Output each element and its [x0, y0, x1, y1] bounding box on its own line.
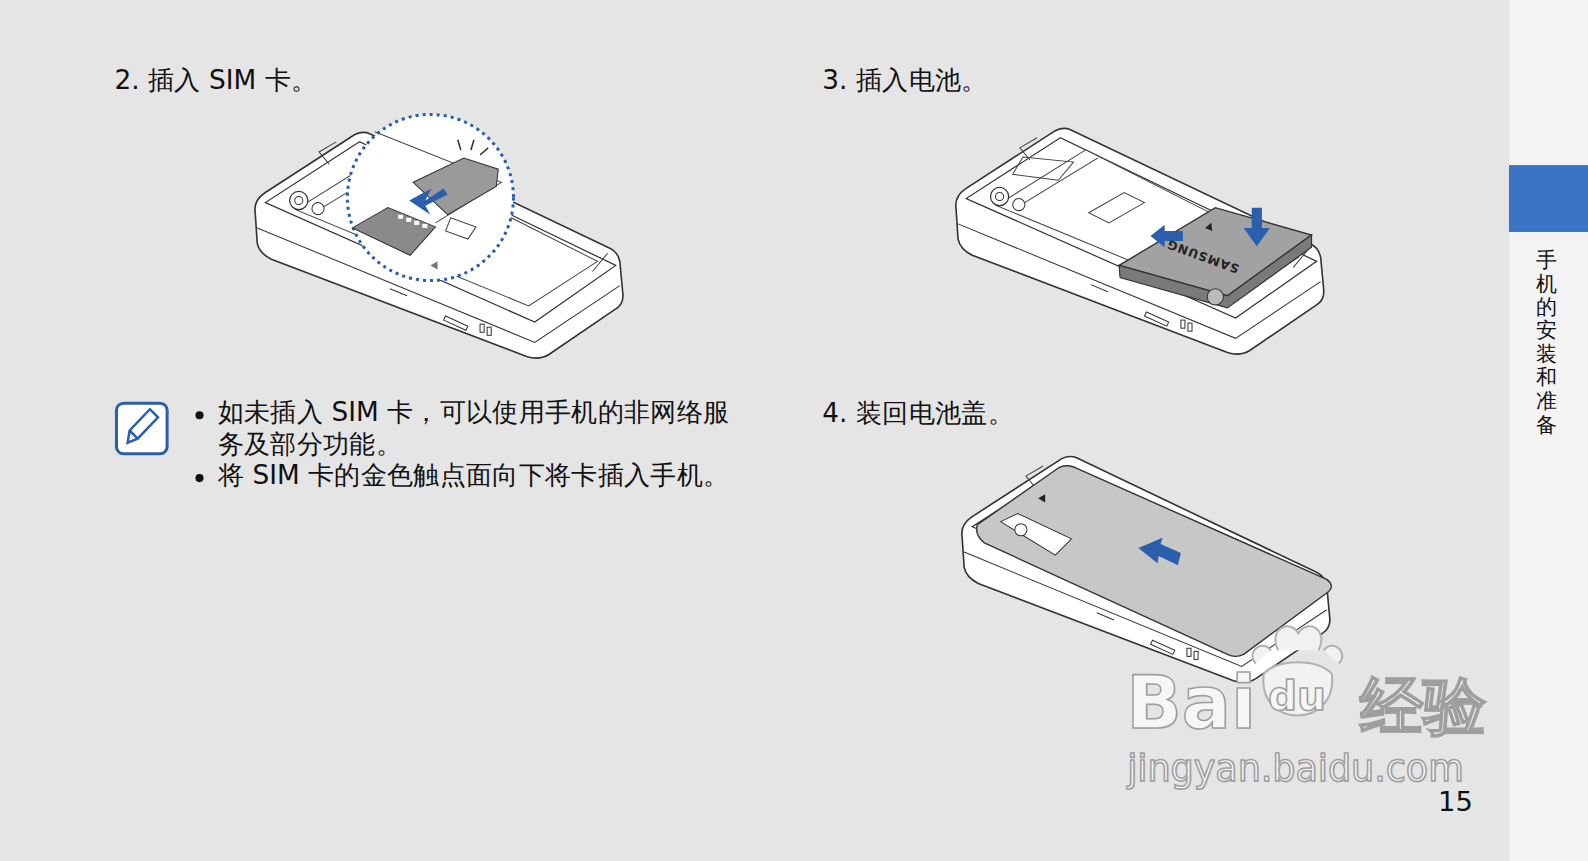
- step-heading: 2. 插入 SIM 卡。: [114, 63, 317, 98]
- note-text: 如未插入 SIM 卡，可以使用手机的非网络服务及部分功能。: [218, 397, 745, 460]
- step-heading: 3. 插入电池。: [822, 63, 987, 98]
- bullet: [195, 474, 203, 482]
- watermark: du: [1268, 673, 1326, 720]
- section-tab: [1509, 165, 1588, 232]
- note-text: 将 SIM 卡的金色触点面向下将卡插入手机。: [218, 460, 745, 491]
- section-tab-text: 手机的安装和准备: [1536, 249, 1557, 436]
- bullet: [195, 411, 203, 419]
- phone-battery: [956, 128, 1324, 354]
- battery-brand: SAMSUNG: [1165, 237, 1241, 276]
- note-icon: [116, 403, 167, 454]
- step-heading: 4. 装回电池盖。: [822, 396, 1013, 431]
- watermark: Bai: [1126, 660, 1256, 745]
- page-number: 15: [1438, 786, 1473, 817]
- watermark: 经验: [1360, 664, 1486, 749]
- watermark: jingyan.baidu.com: [1127, 748, 1463, 790]
